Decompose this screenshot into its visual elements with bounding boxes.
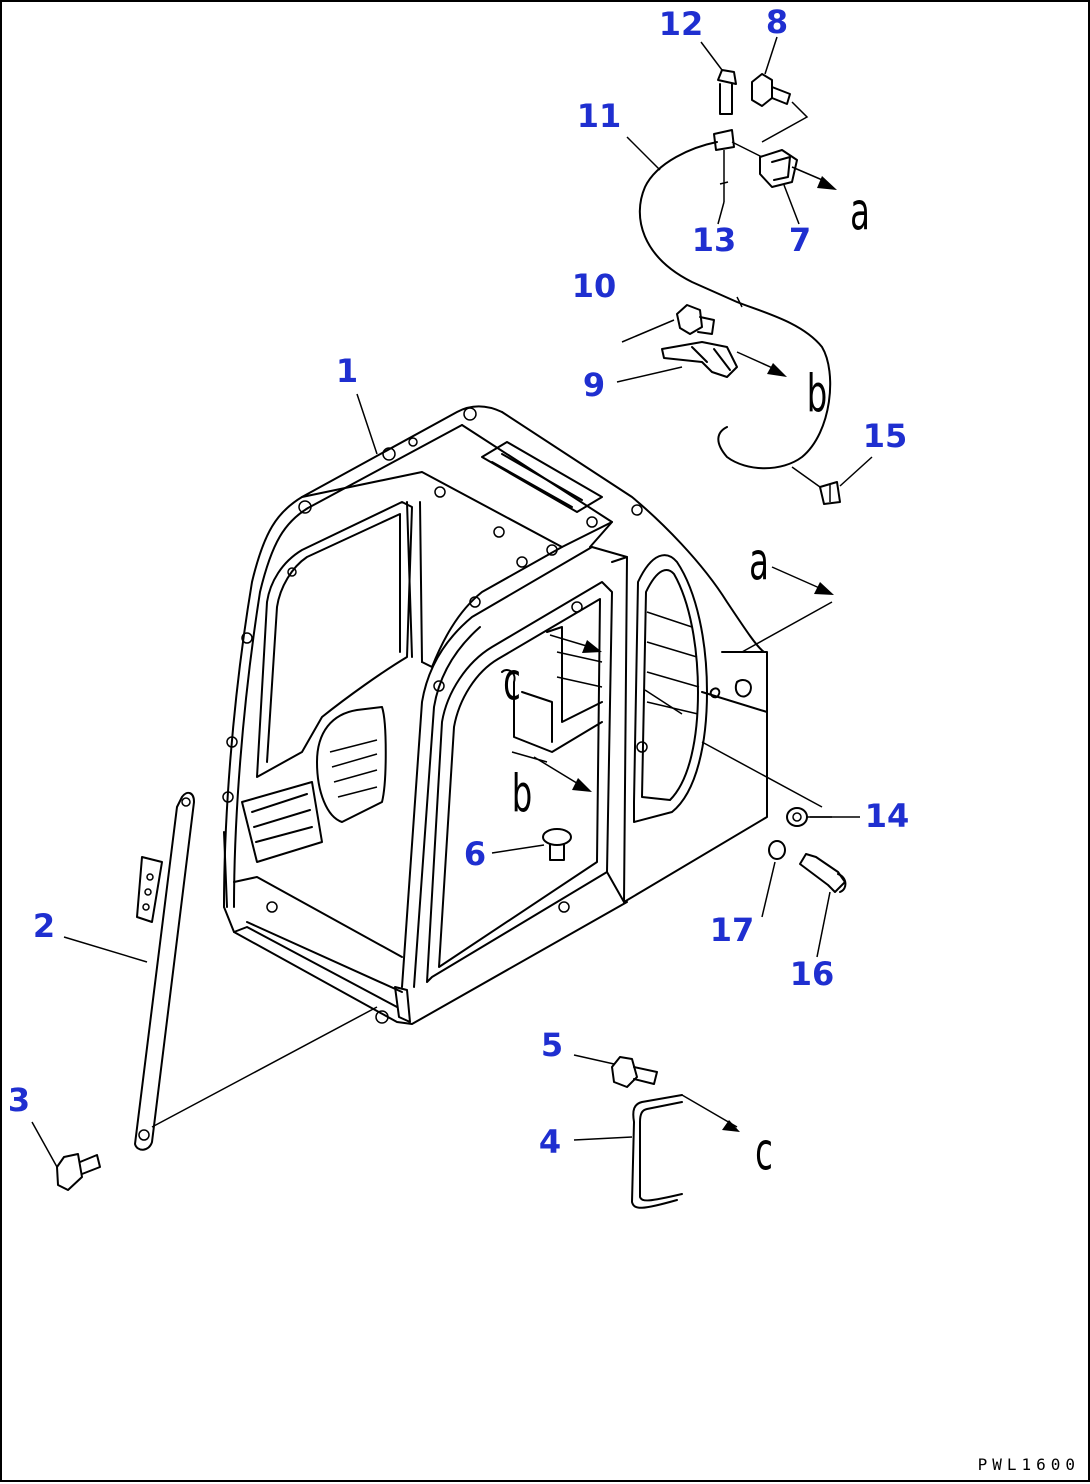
part-number-5: 5	[540, 1026, 564, 1064]
bracket-part-4	[631, 1094, 740, 1209]
rod-part-2	[134, 791, 378, 1151]
bolt-part-3	[56, 1153, 101, 1191]
reference-letter-a-top: a	[850, 182, 870, 242]
part-number-4: 4	[538, 1123, 562, 1161]
part-number-11: 11	[576, 97, 622, 135]
reference-letter-c-frame: c	[503, 652, 521, 712]
reference-letter-a-frame: a	[749, 532, 769, 592]
part-number-17: 17	[709, 911, 755, 949]
hardware-right	[768, 807, 847, 893]
part-number-14: 14	[864, 797, 910, 835]
part-number-16: 16	[789, 955, 835, 993]
part-number-12: 12	[658, 5, 704, 43]
cab-frame	[222, 405, 768, 1025]
part-number-3: 3	[7, 1081, 31, 1119]
leader-lines	[31, 36, 873, 1168]
part-number-2: 2	[32, 907, 56, 945]
plug-part-6	[542, 828, 572, 861]
part-number-1: 1	[335, 352, 359, 390]
reference-letter-b-top: b	[806, 364, 828, 424]
reference-letter-b-frame: b	[511, 764, 533, 824]
part-number-8: 8	[765, 3, 789, 41]
switch-assembly	[661, 304, 787, 378]
part-number-9: 9	[582, 366, 606, 404]
part-number-7: 7	[788, 221, 812, 259]
part-number-10: 10	[571, 267, 617, 305]
bolt-part-5	[611, 1056, 658, 1088]
reference-letter-c-bracket: c	[755, 1122, 773, 1182]
part-number-13: 13	[691, 221, 737, 259]
part-number-6: 6	[463, 835, 487, 873]
wire-harness-assembly	[638, 69, 841, 505]
part-number-15: 15	[862, 417, 908, 455]
drawing-code: PWL1600	[977, 1455, 1080, 1474]
reference-arrows	[511, 566, 834, 808]
